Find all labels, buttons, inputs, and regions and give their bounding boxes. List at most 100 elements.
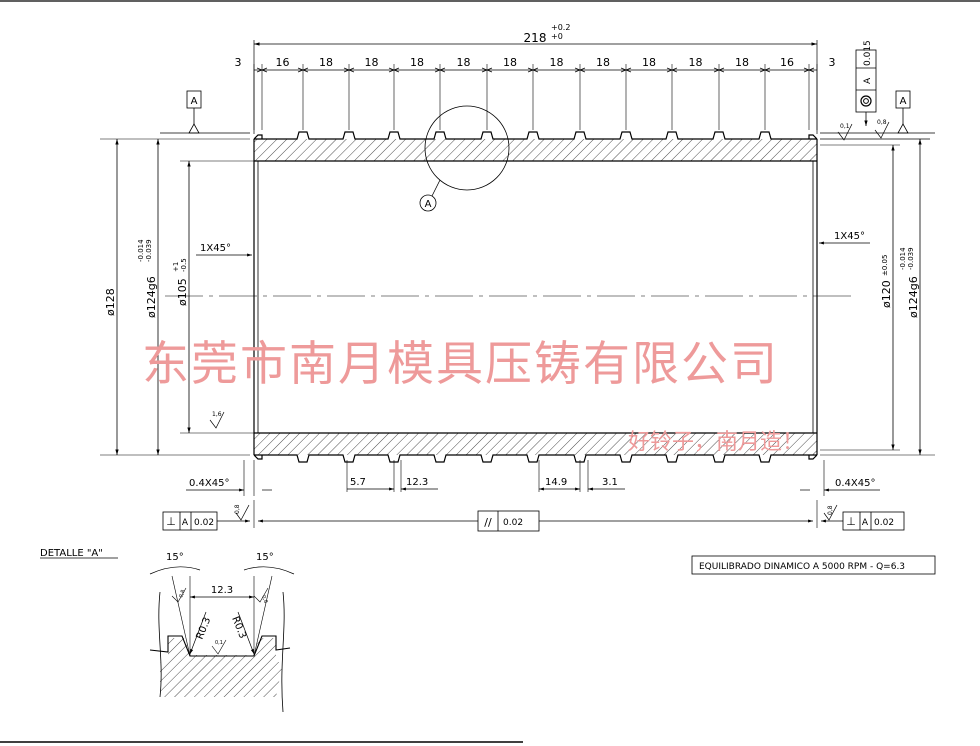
svg-text:1X45°: 1X45° [200,243,231,254]
detail-a-title: DETALLE "A" [40,548,103,559]
svg-text:5.7: 5.7 [350,477,366,488]
svg-text:-0.5: -0.5 [180,258,188,272]
pitch-arrowhead [666,67,678,73]
balance-note-text: EQUILIBRADO DINAMICO A 5000 RPM - Q=6.3 [699,562,905,572]
detail-callout-label: A [425,199,432,210]
svg-text:-0.014: -0.014 [899,247,907,270]
parallel-frame: // 0.02 [477,510,540,532]
pitch-dim-label: 3 [235,56,242,69]
dia-124-left-label: ø124g6 [145,276,158,318]
chamfer-outer-left: 0.4X45° [186,460,272,496]
pitch-dim-label: 3 [829,56,836,69]
pitch-dim-label: 18 [503,56,517,69]
pitch-arrowhead [481,67,493,73]
detail-radius-right: R0.3 [229,615,248,640]
pitch-arrowhead [803,67,815,73]
svg-text:0,8: 0,8 [827,505,834,515]
pitch-dim-label: 18 [365,56,379,69]
pitch-arrowhead [759,67,771,73]
pitch-dim-label: 18 [596,56,610,69]
groove-dim-3-1: 3.1 [587,460,625,492]
parallelism-icon: // [484,516,492,529]
svg-text:-0.014: -0.014 [137,239,145,262]
part-body [165,131,855,463]
pitch-dim-label: 18 [550,56,564,69]
detail-radius-left: R0.3 [195,616,214,641]
detail-angle-right: 15° [256,552,274,563]
detail-a-view: DETALLE "A" 15° 15° 12.3 R0.3 R0.3 0,8 0… [40,548,295,713]
dia-124-right-label: ø124g6 [907,276,920,318]
svg-text:0,1: 0,1 [840,123,850,130]
perp-frame-left: ⊥ A 0.02 0,8 [162,504,250,531]
pitch-arrowhead [434,67,446,73]
watermark-slogan: 好铃子，南月造！ [628,430,804,455]
svg-text:+1: +1 [172,262,180,272]
pitch-arrowhead [388,67,400,73]
roughness-top-left: 0,1 [837,123,853,141]
concentricity-icon [860,95,872,107]
dia-128-label: ø128 [104,288,117,316]
pitch-arrowhead [574,67,586,73]
perpendicularity-icon: ⊥ [166,515,176,528]
concentricity-value: 0.015 [863,40,873,66]
pitch-arrowhead [713,67,725,73]
groove-pitch-dims: 3 16 18 18 18 18 18 18 18 18 18 18 16 3 [235,56,836,130]
concentricity-datum: A [863,77,873,84]
svg-text:0.02: 0.02 [503,518,523,528]
perpendicularity-right-icon: ⊥ [846,515,856,528]
svg-text:-0.039: -0.039 [907,247,915,270]
svg-text:0,8: 0,8 [178,589,186,599]
detail-callout: A [419,105,510,212]
svg-text:0.02: 0.02 [874,518,894,528]
overall-length-dim: 218 +0.2 +0 [253,23,818,134]
svg-text:0,8: 0,8 [260,595,268,605]
overall-length-tol-lower: +0 [551,32,563,41]
svg-text:A: A [182,518,189,528]
svg-text:14.9: 14.9 [545,477,567,488]
pitch-dim-label: 18 [642,56,656,69]
dia-105-dim: ø105 +1 -0.5 [172,160,254,434]
dia-105-label: ø105 [176,278,189,306]
watermark-company: 东莞市南月模具压铸有限公司 [142,337,779,392]
datum-a-right-label: A [900,96,907,107]
groove-dim-12-3: 12.3 [400,460,438,492]
pitch-dim-label: 18 [457,56,471,69]
overall-length-tol-upper: +0.2 [551,23,570,32]
roughness-bore: 1,6 [209,411,225,429]
overall-length-value: 218 [524,31,547,45]
svg-text:0.02: 0.02 [194,518,214,528]
svg-text:12.3: 12.3 [406,477,428,488]
perp-frame-right: ⊥ A 0.02 0,8 [821,504,905,531]
datum-a-right: A [820,90,935,140]
chamfer-outer-right: 0.4X45° [800,460,880,496]
pitch-dim-label: 18 [410,56,424,69]
detail-angle-left: 15° [166,552,184,563]
pitch-dim-label: 16 [276,56,290,69]
groove-dim-5-7: 5.7 [346,460,395,492]
svg-text:0.4X45°: 0.4X45° [189,478,229,489]
svg-text:0,8: 0,8 [877,119,887,126]
svg-text:1,6: 1,6 [212,411,222,418]
detail-width: 12.3 [211,585,233,596]
chamfer-inner-right: 1X45° [819,231,870,245]
pitch-arrowhead [620,67,632,73]
svg-text:0.4X45°: 0.4X45° [835,478,875,489]
svg-text:±0.05: ±0.05 [881,255,889,276]
svg-text:A: A [862,518,869,528]
pitch-dim-label: 16 [780,56,794,69]
roughness-top-right: 0,8 [874,119,890,139]
dia-128-dim: ø128 [100,138,250,456]
pitch-arrowhead [343,67,355,73]
dia-120-dim: ø120 ±0.05 [820,144,900,451]
pitch-dim-label: 18 [319,56,333,69]
pitch-dim-label: 18 [689,56,703,69]
svg-text:-0.039: -0.039 [145,239,153,262]
pitch-arrowhead [297,67,309,73]
pitch-arrowhead [256,67,268,73]
svg-text:0,8: 0,8 [234,504,241,514]
concentricity-frame: A 0.015 [855,40,877,126]
groove-dim-14-9: 14.9 [538,460,581,492]
pitch-dim-label: 18 [735,56,749,69]
pitch-arrowhead [527,67,539,73]
